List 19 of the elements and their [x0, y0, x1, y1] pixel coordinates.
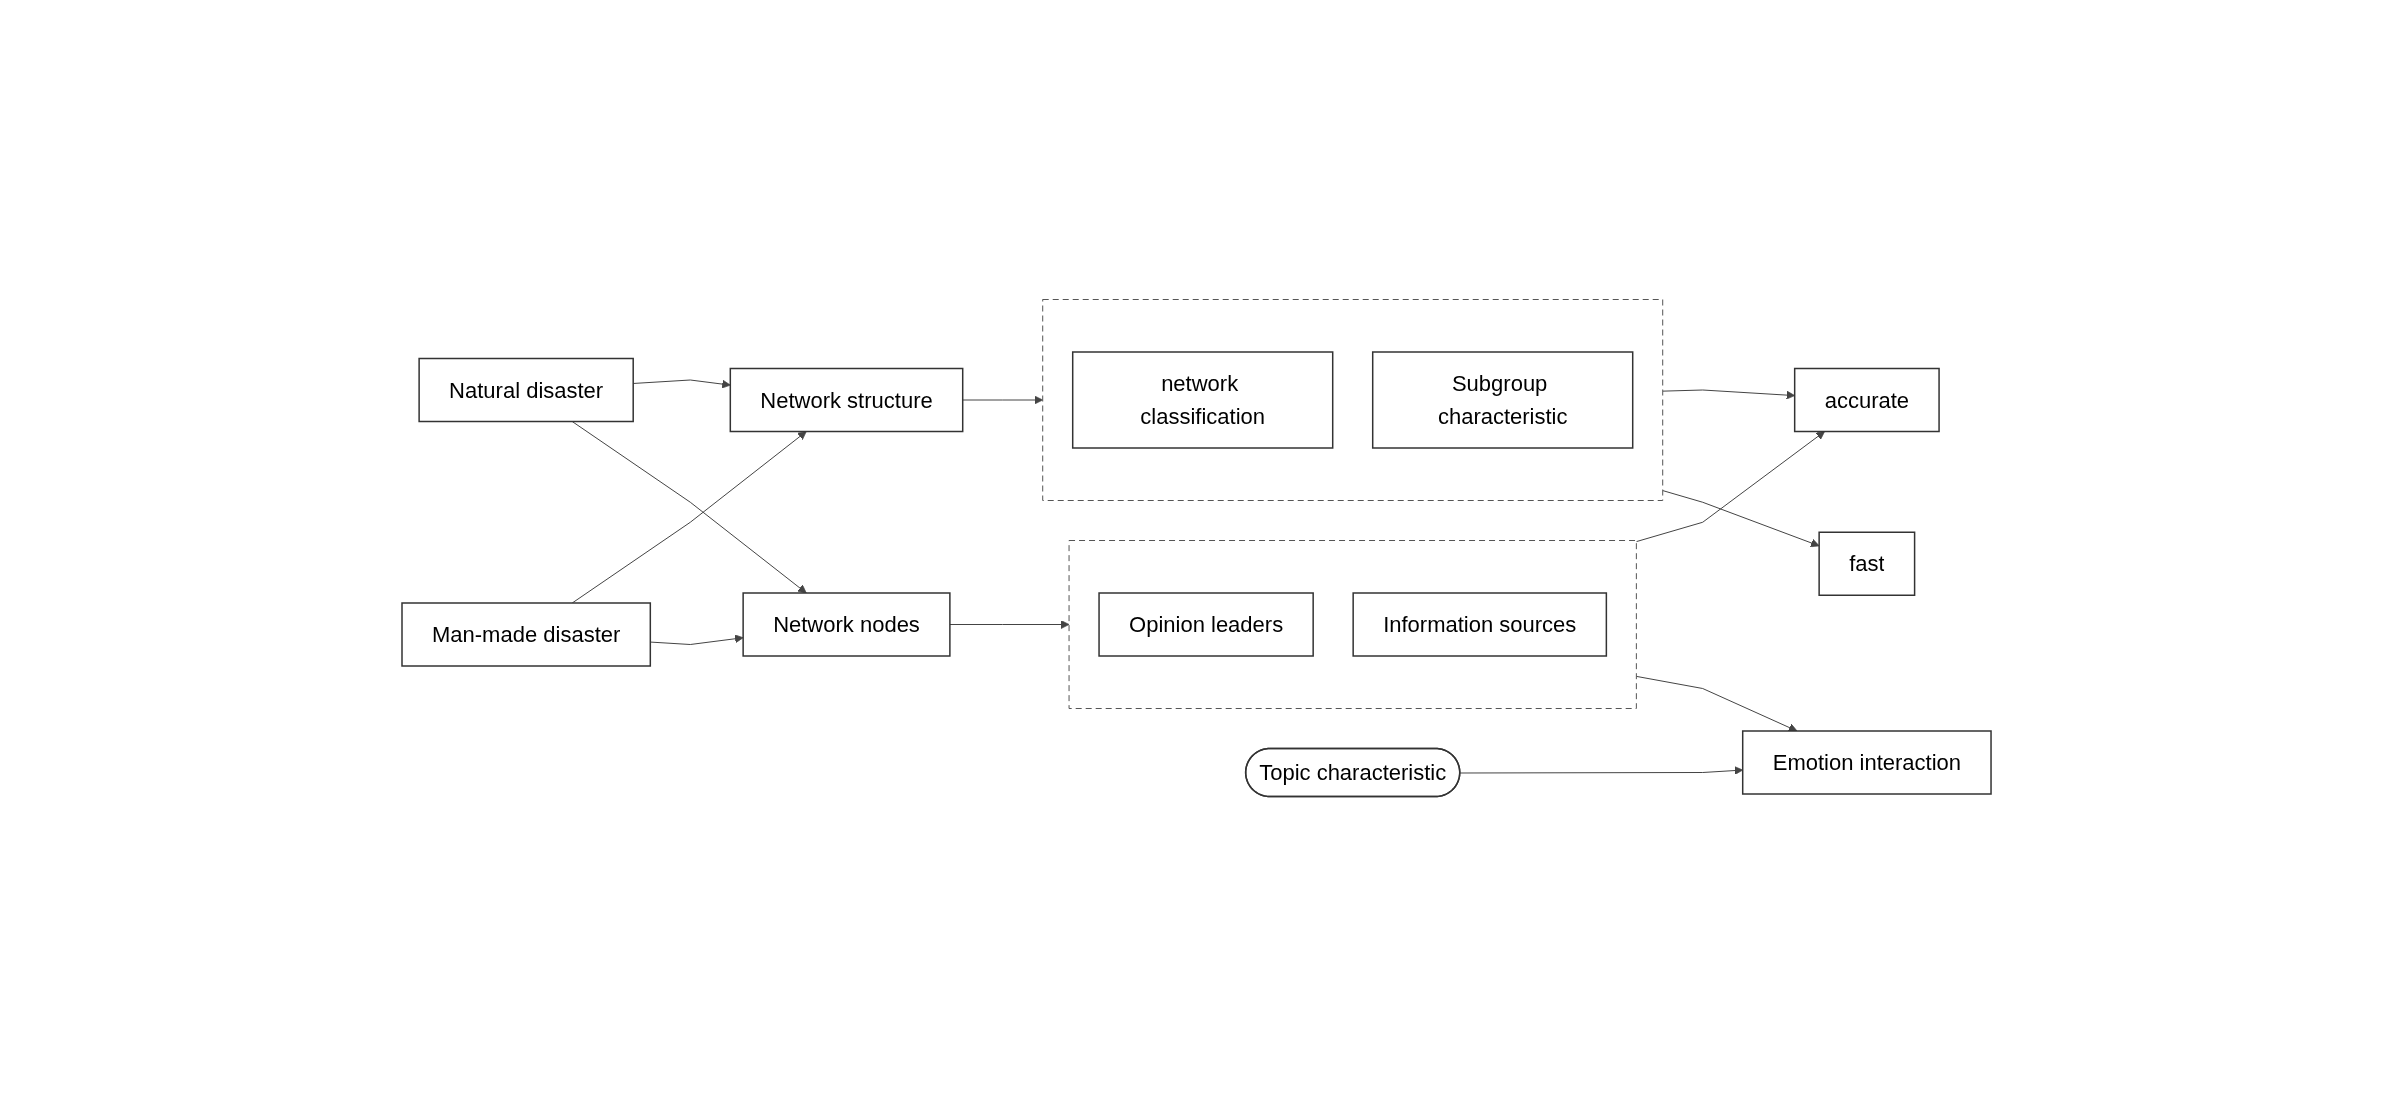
cluster: [1042, 298, 1664, 501]
node-box: accurate: [1794, 367, 1941, 432]
node-box: Emotion interaction: [1742, 729, 1993, 795]
node-box: Network nodes: [742, 591, 952, 657]
node-box: Network structure: [730, 367, 964, 432]
arrow: [1636, 430, 1826, 542]
arrow: [1460, 765, 1744, 775]
node-box: Man-made disaster: [401, 601, 652, 667]
arrow: [650, 633, 744, 645]
arrow: [1662, 389, 1796, 399]
node-box: network classification: [1072, 350, 1334, 449]
node-box: fast: [1818, 531, 1916, 596]
node-box: Opinion leaders: [1098, 591, 1315, 657]
node-box: Subgroup characteristic: [1372, 350, 1634, 449]
node-box: Natural disaster: [418, 357, 635, 422]
arrow: [1636, 675, 1798, 732]
cluster: [1069, 539, 1638, 709]
arrow: [1662, 489, 1820, 547]
node-box: Information sources: [1352, 591, 1608, 657]
